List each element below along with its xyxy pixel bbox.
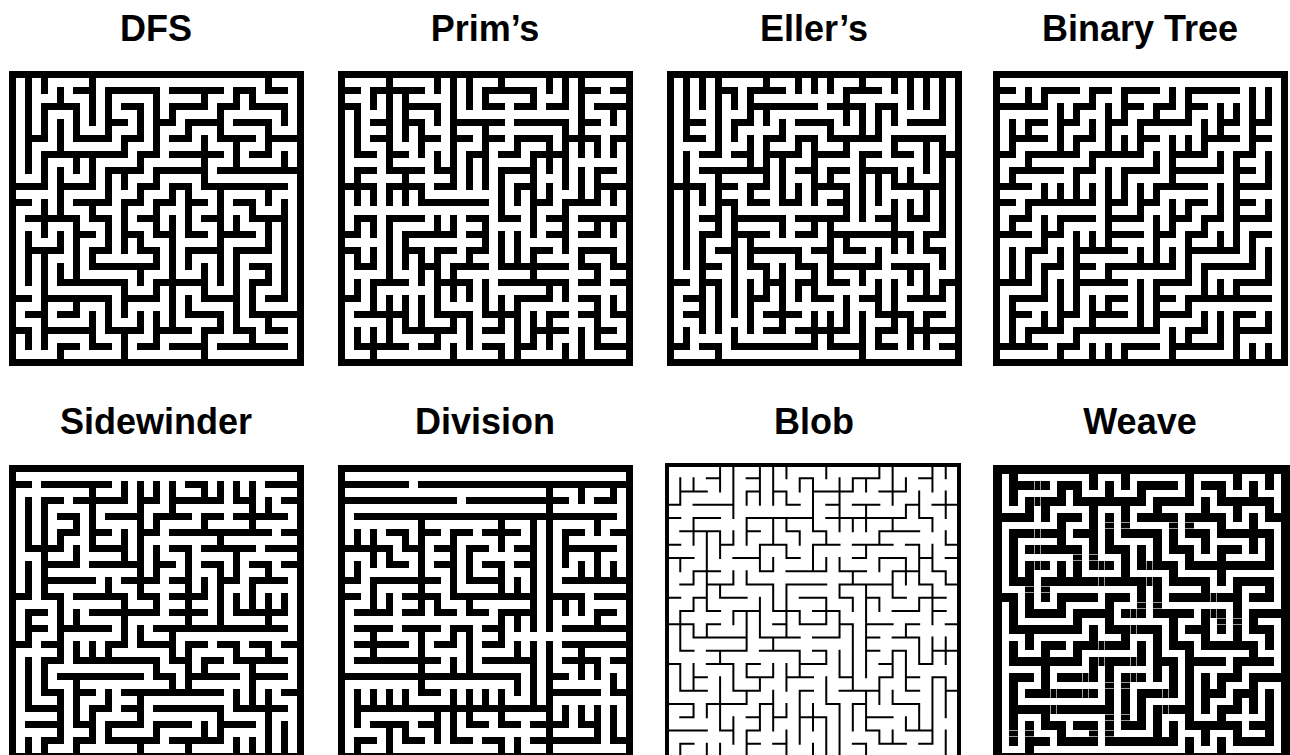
maze [993, 71, 1288, 366]
maze-walls [667, 465, 959, 755]
maze [9, 465, 304, 755]
maze-passages [345, 78, 626, 359]
maze-title: Eller’s [760, 11, 868, 47]
maze-walls [9, 465, 304, 755]
maze [667, 71, 962, 366]
maze-walls [993, 465, 1290, 755]
maze-border [667, 465, 959, 755]
maze-title: Blob [774, 404, 854, 440]
maze-passages [1002, 474, 1281, 753]
maze [9, 71, 304, 366]
maze-title: DFS [120, 11, 192, 47]
maze-title: Binary Tree [1042, 11, 1238, 47]
maze-title: Sidewinder [60, 404, 252, 440]
maze [667, 465, 959, 755]
maze [993, 465, 1290, 755]
maze-passages [674, 78, 955, 359]
weave-crossings [1009, 481, 1242, 737]
maze-walls [993, 71, 1288, 366]
maze-title: Prim’s [431, 11, 540, 47]
maze-title: Weave [1083, 404, 1196, 440]
maze-walls [667, 71, 962, 366]
maze-passages [345, 472, 626, 753]
maze-passages [1000, 78, 1281, 359]
maze-walls [338, 71, 633, 366]
maze-passages [16, 472, 297, 753]
maze [338, 71, 633, 366]
maze-passages [16, 78, 297, 359]
maze [338, 465, 633, 755]
maze-title: Division [415, 404, 555, 440]
maze-walls [338, 465, 633, 755]
maze-walls [9, 71, 304, 366]
